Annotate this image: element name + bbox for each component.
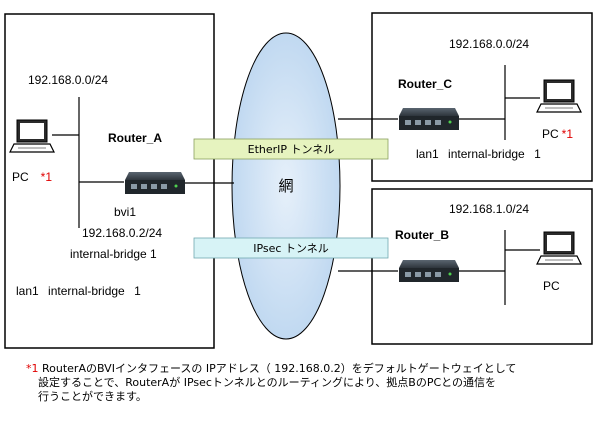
router-a-name: Router_A (108, 131, 162, 145)
site-a-lan-label: lan1 internal-bridge 1 (16, 284, 141, 298)
site-c-box (371, 12, 593, 182)
ipsec-tunnel-label: IPsec トンネル (253, 242, 329, 255)
footnote: *1 RouterAのBVIインタフェースの IPアドレス（ 192.168.0… (26, 362, 596, 404)
footnote-line-3: 行うことができます。 (38, 390, 147, 403)
site-b-box (371, 188, 593, 345)
footnote-text-1: RouterAのBVIインタフェースの IPアドレス（ 192.168.0.2）… (42, 362, 517, 375)
footnote-line-1: *1 RouterAのBVIインタフェースの IPアドレス（ 192.168.0… (26, 362, 596, 376)
etherip-tunnel-label: EtherIP トンネル (248, 143, 335, 156)
laptop-icon (9, 119, 55, 153)
site-a-box (4, 13, 215, 349)
pc-a-note-mark: *1 (41, 170, 53, 184)
pc-a-label: PC *1 (12, 170, 52, 184)
pc-c-note-mark: *1 (562, 127, 574, 141)
ipsec-tunnel-bar (193, 237, 389, 259)
laptop-icon (536, 231, 582, 265)
pc-b-label: PC (543, 279, 560, 293)
footnote-line-2: 設定することで、RouterAが IPsecトンネルとのルーティングにより、拠点… (38, 376, 497, 389)
site-c-subnet: 192.168.0.0/24 (449, 37, 529, 51)
laptop-icon (536, 79, 582, 113)
network-cloud (231, 32, 341, 340)
bvi-bridge: internal-bridge 1 (70, 247, 157, 261)
pc-c-name: PC (542, 127, 559, 141)
bvi-ip: 192.168.0.2/24 (82, 226, 162, 240)
site-a-subnet: 192.168.0.0/24 (28, 73, 108, 87)
router-b-name: Router_B (395, 228, 449, 242)
site-b-subnet: 192.168.1.0/24 (449, 202, 529, 216)
site-c-lan-label: lan1 internal-bridge 1 (416, 147, 541, 161)
router-icon (399, 108, 459, 130)
router-c-name: Router_C (398, 77, 452, 91)
pc-a-name: PC (12, 170, 29, 184)
router-icon (125, 172, 185, 194)
network-label: 網 (278, 177, 293, 195)
router-icon (399, 260, 459, 282)
pc-c-label: PC*1 (542, 127, 573, 141)
footnote-mark: *1 (26, 362, 39, 375)
bvi-label: bvi1 (114, 205, 136, 219)
etherip-tunnel-bar (193, 138, 389, 160)
